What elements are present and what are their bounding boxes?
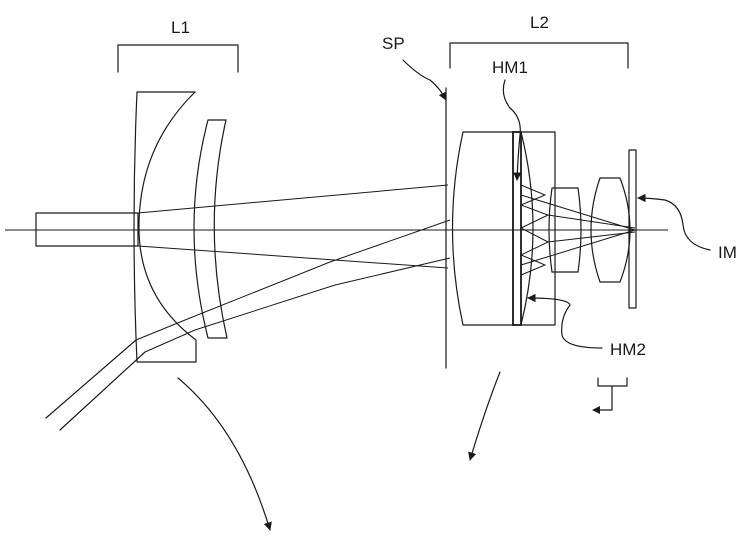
incident-beam-axial [35,212,139,247]
rotation-arrow-l2 [468,371,501,461]
rays-folded [519,184,636,276]
lens-l2-front [451,131,514,326]
image-plane [628,149,637,309]
lens-l2-small-b [590,177,631,283]
label-im: IM [718,243,737,262]
lens-l2-rear [520,131,556,326]
label-hm1: HM1 [492,58,528,77]
bracket-l2 [449,42,629,69]
bracket-l1 [117,44,239,73]
incident-beam-oblique [45,339,146,431]
leader-im [637,193,711,251]
lens-l1-second [193,119,228,339]
label-hm2: HM2 [610,340,646,359]
leader-hm1 [502,79,522,181]
lens-l2-small-a [548,187,582,273]
coordinate-marker-head [592,406,600,414]
label-sp: SP [382,34,405,53]
lens-l1-first [133,91,197,363]
rotation-arrow-l1 [177,377,272,531]
half-mirror-plate [512,131,522,326]
beam-l1-oblique [135,219,451,353]
leader-sp [402,59,447,101]
label-l1: L1 [171,18,190,37]
beam-l1-upper [137,184,449,269]
leader-hm2 [527,293,603,349]
label-l2: L2 [530,13,549,32]
coordinate-marker [595,377,628,411]
